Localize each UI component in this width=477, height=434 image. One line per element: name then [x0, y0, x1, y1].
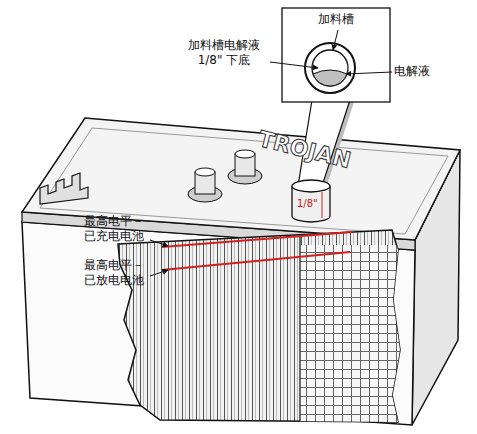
- leader-line: [346, 72, 392, 74]
- terminal-top: [195, 168, 215, 176]
- fill-well: [292, 180, 330, 222]
- dimension-label: 1/8": [297, 197, 327, 210]
- plate-grid: [300, 230, 400, 425]
- level-label: 最高电平－ 已放电电池: [84, 258, 152, 288]
- terminal-top: [235, 150, 255, 158]
- level-line-discharged: [162, 252, 350, 270]
- inset-box: [282, 8, 390, 102]
- leader-line: [270, 62, 318, 68]
- inset-well-rim: [305, 43, 355, 93]
- leader-line: [150, 270, 168, 276]
- part-label: 电解液: [394, 64, 454, 79]
- inset-electrolyte: [313, 70, 347, 86]
- grid-fill: [300, 245, 400, 425]
- grid-edge: [299, 230, 300, 425]
- leader-line: [150, 240, 168, 246]
- note-label: 加料槽电解液 1/8" 下底: [176, 38, 272, 68]
- leader-line: [333, 30, 338, 50]
- battery-front: [22, 222, 415, 425]
- level-line-charged: [162, 232, 352, 247]
- well-top: [292, 180, 330, 192]
- part-label: 加料槽: [318, 12, 378, 27]
- terminal: [228, 150, 262, 184]
- well-mark: [322, 192, 323, 218]
- level-label: 最高电平－ 已充电电池: [84, 214, 152, 244]
- vent-cap: [40, 173, 88, 204]
- terminal: [188, 168, 222, 202]
